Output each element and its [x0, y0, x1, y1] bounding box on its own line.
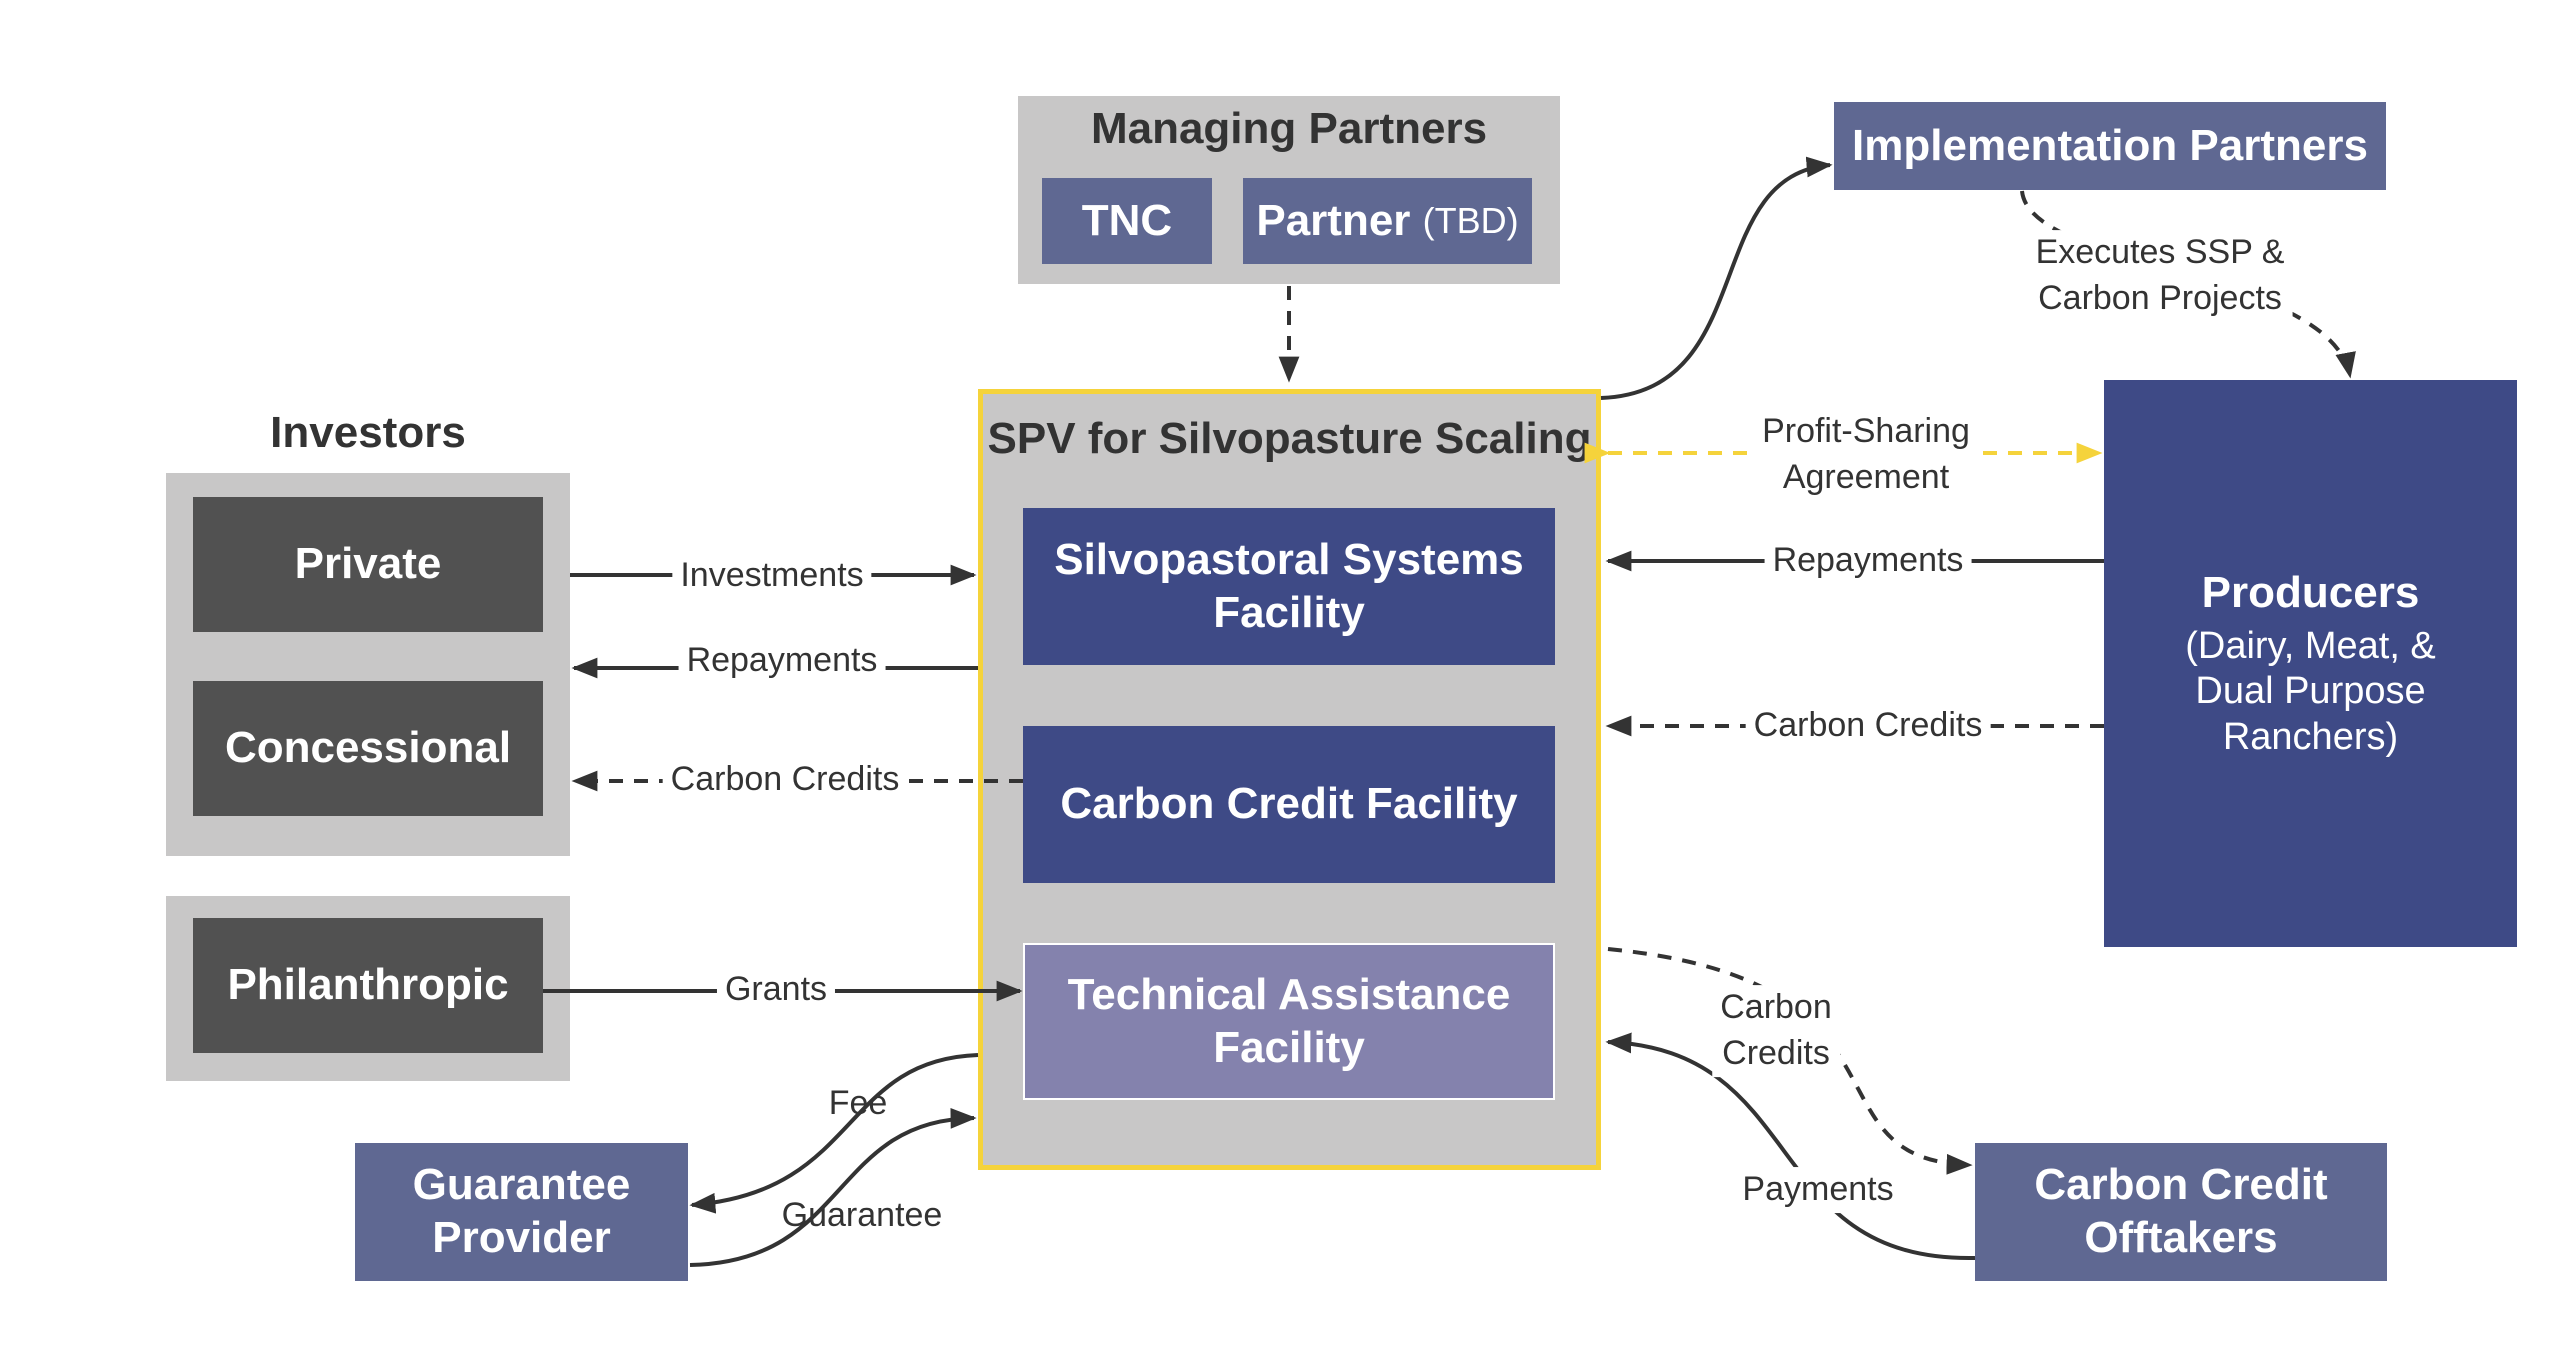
repayments-right-label: Repayments [1764, 538, 1972, 584]
private-investor-box: Private [193, 497, 543, 632]
offtakers-line-2: Offtakers [2084, 1213, 2278, 1262]
carbon-credit-facility-box: Carbon Credit Facility [1023, 726, 1555, 883]
producers-box: Producers (Dairy, Meat, & Dual Purpose R… [2104, 380, 2517, 947]
profit-sharing-line-2: Agreement [1782, 458, 1950, 496]
investments-label: Investments [672, 553, 872, 599]
edge-spv-to-implementation [1600, 156, 1833, 400]
partner-box: Partner (TBD) [1243, 178, 1532, 264]
taf-line-1: Technical Assistance [1067, 969, 1511, 1019]
producers-detail-3: Ranchers) [2222, 715, 2399, 758]
carbon-credits-offtake-line-1: Carbon [1720, 988, 1832, 1027]
managing-partners-title: Managing Partners [1090, 104, 1488, 153]
guarantee-provider-line-2: Provider [432, 1213, 611, 1262]
producers-title: Producers [2201, 567, 2420, 617]
concessional-investor-box: Concessional [193, 681, 543, 816]
taf-line-2: Facility [1213, 1022, 1365, 1072]
producers-detail-2: Dual Purpose [2195, 670, 2426, 713]
ssf-line-2: Facility [1213, 587, 1365, 637]
silvopastoral-facility-box: Silvopastoral Systems Facility [1023, 508, 1555, 665]
edge-carbon-credits-to-offtakers [1607, 947, 1973, 1175]
edge-guarantee [689, 1107, 977, 1267]
implementation-partners-box: Implementation Partners [1834, 102, 2386, 190]
profit-sharing-line-1: Profit-Sharing [1762, 412, 1970, 451]
guarantee-provider-line-1: Guarantee [412, 1160, 631, 1210]
grants-label: Grants [716, 967, 836, 1013]
tnc-label: TNC [1081, 195, 1173, 245]
ssf-line-1: Silvopastoral Systems [1054, 534, 1524, 584]
carbon-credits-offtake-label: Carbon Credits [1712, 985, 1840, 1077]
executes-label: Executes SSP & Carbon Projects [2027, 230, 2293, 322]
private-label: Private [294, 539, 442, 589]
carbon-credit-offtakers-box: Carbon Credit Offtakers [1975, 1143, 2387, 1281]
carbon-credits-right-label: Carbon Credits [1745, 703, 1991, 749]
partner-note: (TBD) [1422, 200, 1519, 242]
repayments-left-label: Repayments [678, 638, 886, 684]
edge-fee [689, 1053, 979, 1214]
philanthropic-label: Philanthropic [227, 960, 509, 1010]
fee-label: Fee [828, 1084, 888, 1123]
producers-detail-1: (Dairy, Meat, & [2185, 624, 2436, 667]
managing-partners-panel: Managing Partners TNC Partner (TBD) [1018, 96, 1560, 284]
ccf-label: Carbon Credit Facility [1060, 779, 1518, 829]
carbon-credits-offtake-line-2: Credits [1722, 1034, 1830, 1072]
executes-line-1: Executes SSP & [2035, 233, 2285, 272]
partner-label: Partner [1256, 195, 1411, 245]
edge-payments [1605, 1032, 1976, 1261]
carbon-credits-left-label: Carbon Credits [662, 757, 908, 803]
concessional-label: Concessional [224, 723, 512, 773]
technical-assistance-facility-box: Technical Assistance Facility [1023, 943, 1555, 1100]
philanthropic-investor-box: Philanthropic [193, 918, 543, 1053]
profit-sharing-label: Profit-Sharing Agreement [1754, 409, 1978, 501]
offtakers-line-1: Carbon Credit [2034, 1160, 2328, 1210]
payments-label: Payments [1734, 1167, 1902, 1213]
implementation-partners-label: Implementation Partners [1852, 120, 2368, 170]
spv-title: SPV for Silvopasture Scaling [987, 414, 1592, 463]
executes-line-2: Carbon Projects [2038, 279, 2282, 317]
tnc-box: TNC [1042, 178, 1212, 264]
investors-title: Investors [270, 408, 466, 457]
guarantee-label: Guarantee [781, 1196, 943, 1235]
guarantee-provider-box: Guarantee Provider [355, 1143, 688, 1281]
